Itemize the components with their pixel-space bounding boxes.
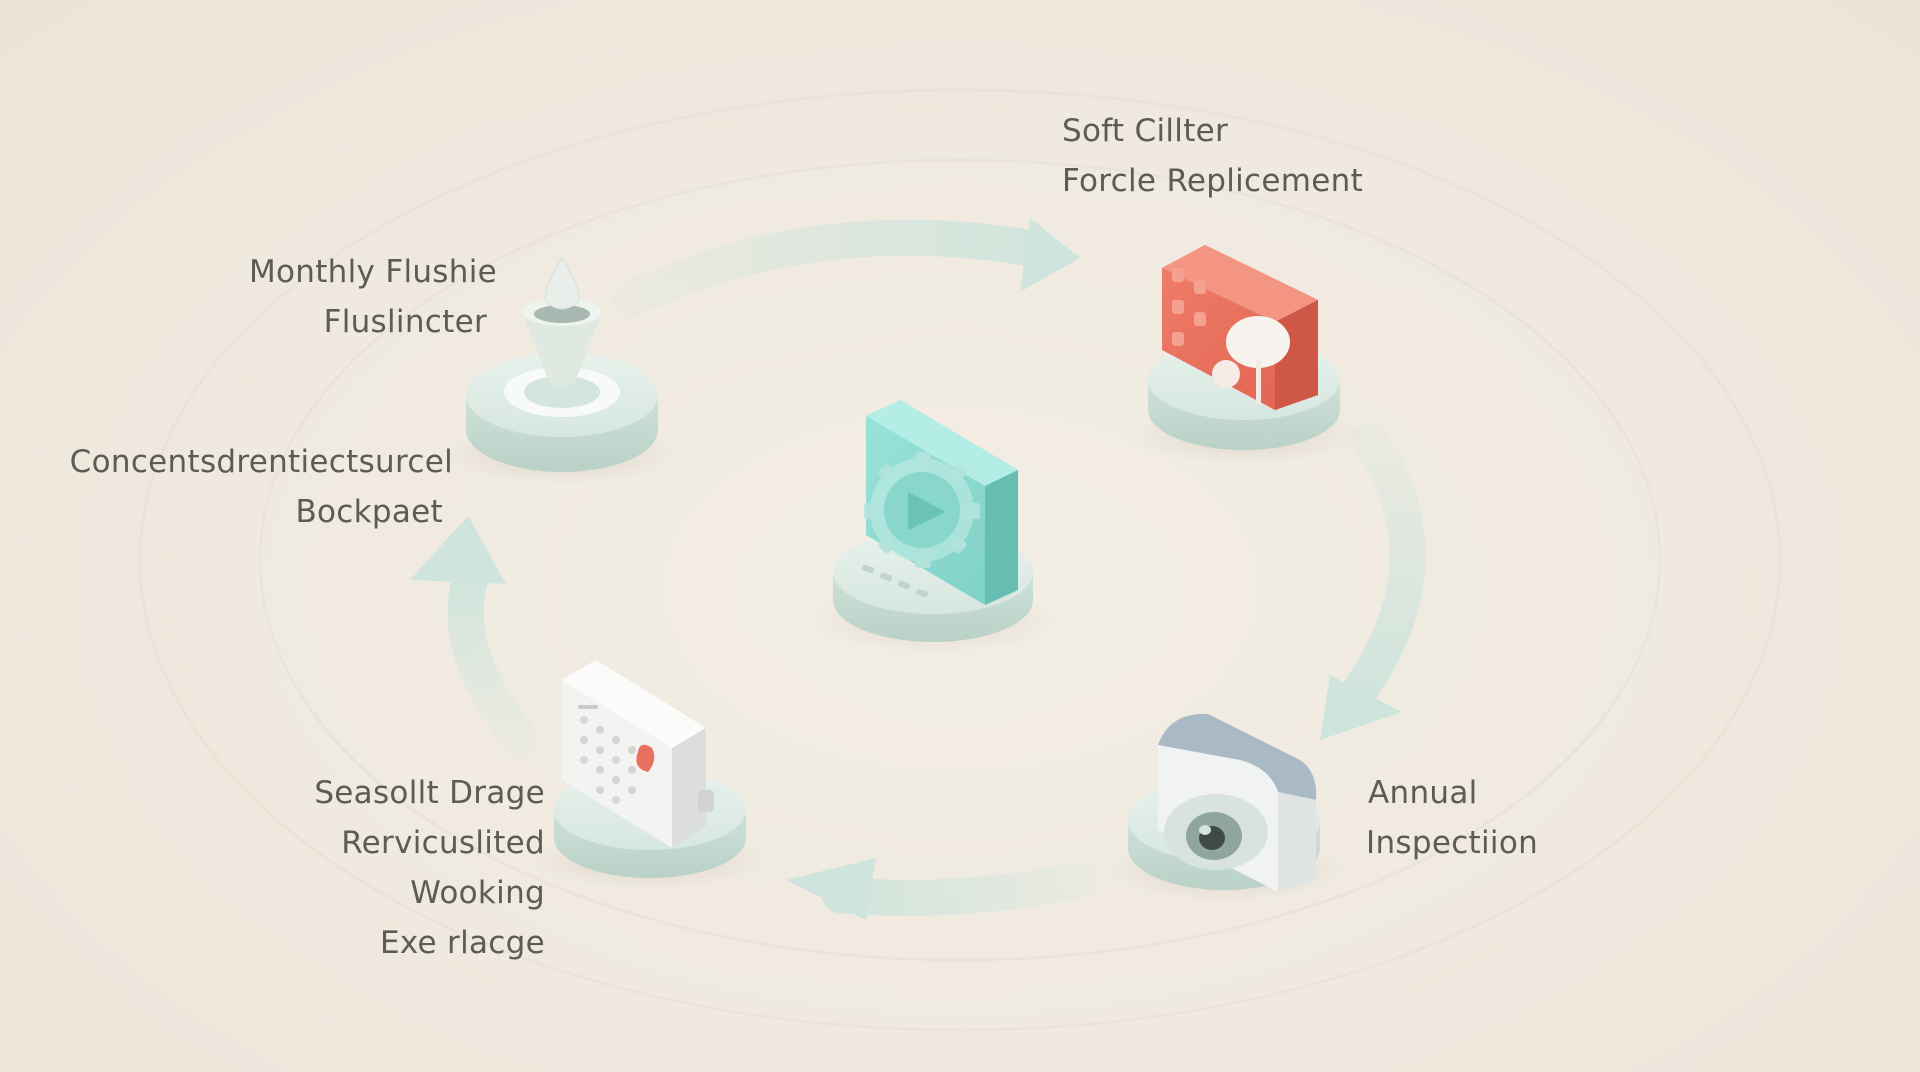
label-line: Fluslincter <box>323 304 487 340</box>
label-line: Bockpaet <box>295 494 443 530</box>
label-line: Concentsdrentiectsurcel <box>69 444 453 480</box>
label-line: Soft Cillter <box>1062 113 1229 149</box>
background-rings <box>138 88 1782 1032</box>
arrow-left <box>410 516 538 758</box>
water-drop-funnel-icon <box>522 257 602 387</box>
label-line: Wooking <box>410 875 545 911</box>
node-seasonal-drainage <box>530 660 770 890</box>
label-seasonal-drainage: Seasollt Drage Rervicuslited Wooking Exe… <box>314 768 545 968</box>
label-line: Inspectiion <box>1366 825 1539 861</box>
calendar-icon <box>562 660 714 848</box>
label-annual-inspection: Annual Inspectiion <box>1366 768 1538 868</box>
filter-cartridge-icon <box>1162 245 1318 410</box>
label-line: Annual <box>1368 775 1478 811</box>
cycle-arrows <box>410 218 1426 920</box>
arrow-right <box>1320 422 1426 740</box>
label-line: Monthly Flushie <box>248 254 497 290</box>
label-line: Seasollt Drage <box>314 775 545 811</box>
label-concentrate-backplate: Concentsdrentiectsurcel Bockpaet <box>70 437 453 537</box>
arrow-bottom <box>786 858 1098 920</box>
label-line: Exe rlacge <box>379 925 545 961</box>
node-monthly-flush <box>442 257 682 485</box>
node-filter-replacement <box>1127 245 1363 465</box>
label-filter-replacement: Soft Cillter Forcle Replicement <box>1062 106 1363 206</box>
arrow-top <box>612 218 1080 318</box>
node-center-gear <box>810 400 1060 654</box>
inspection-camera-icon <box>1158 713 1317 892</box>
gear-play-icon <box>864 400 1018 605</box>
label-line: Forcle Replicement <box>1062 163 1364 199</box>
label-monthly-flush: Monthly Flushie Fluslincter <box>249 247 497 347</box>
label-line: Rervicuslited <box>341 825 545 861</box>
node-annual-inspection <box>1105 713 1345 902</box>
